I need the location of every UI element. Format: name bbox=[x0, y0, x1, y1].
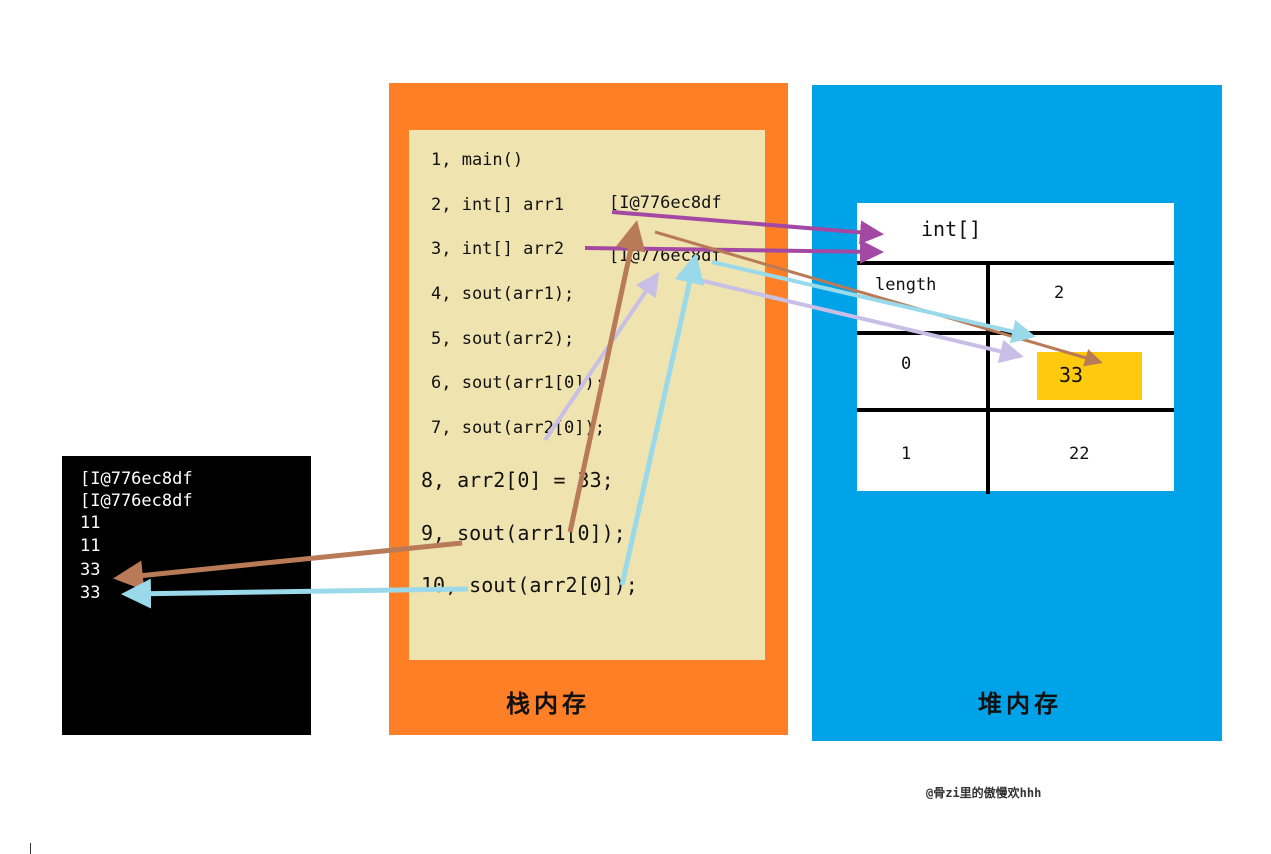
code-line-4: 4, sout(arr1); bbox=[431, 284, 575, 304]
heap-row-length-value: 2 bbox=[1054, 283, 1065, 303]
code-line-6: 6, sout(arr1[0]); bbox=[431, 373, 605, 393]
table-divider bbox=[857, 408, 1174, 412]
text-cursor-mark bbox=[30, 843, 31, 854]
heap-row-0-value: 33 bbox=[1059, 363, 1084, 387]
console-output-panel: [I@776ec8df [I@776ec8df 11 11 33 33 bbox=[62, 456, 311, 735]
code-line-7: 7, sout(arr2[0]); bbox=[431, 418, 605, 438]
console-line-5: 33 bbox=[80, 560, 101, 580]
code-line-9: 9, sout(arr1[0]); bbox=[421, 521, 626, 545]
heap-row-0-key: 0 bbox=[901, 354, 912, 374]
arr1-address: [I@776ec8df bbox=[609, 193, 722, 213]
console-line-2: [I@776ec8df bbox=[80, 491, 193, 511]
code-line-1: 1, main() bbox=[431, 150, 524, 170]
code-line-5: 5, sout(arr2); bbox=[431, 329, 575, 349]
heap-row-1-value: 22 bbox=[1069, 444, 1090, 464]
console-line-6: 33 bbox=[80, 583, 101, 603]
watermark: @骨zi里的傲慢欢hhh bbox=[926, 786, 1042, 800]
code-line-10: 10, sout(arr2[0]); bbox=[421, 573, 638, 597]
arr2-address: [I@776ec8df bbox=[609, 246, 722, 266]
console-line-3: 11 bbox=[80, 513, 101, 533]
table-divider bbox=[857, 261, 1174, 265]
code-line-8: 8, arr2[0] = 33; bbox=[421, 468, 614, 492]
table-divider bbox=[857, 331, 1174, 335]
console-line-4: 11 bbox=[80, 536, 101, 556]
console-line-1: [I@776ec8df bbox=[80, 469, 193, 489]
code-line-3: 3, int[] arr2 bbox=[431, 239, 565, 259]
modified-value-highlight bbox=[1037, 352, 1142, 400]
stack-memory-label: 栈内存 bbox=[506, 689, 590, 718]
table-column-divider bbox=[986, 263, 990, 494]
code-line-2: 2, int[] arr1 bbox=[431, 195, 565, 215]
heap-memory-label: 堆内存 bbox=[978, 689, 1062, 718]
heap-type-label: int[] bbox=[921, 217, 982, 241]
heap-row-1-key: 1 bbox=[901, 444, 912, 464]
heap-row-length-key: length bbox=[875, 275, 937, 295]
